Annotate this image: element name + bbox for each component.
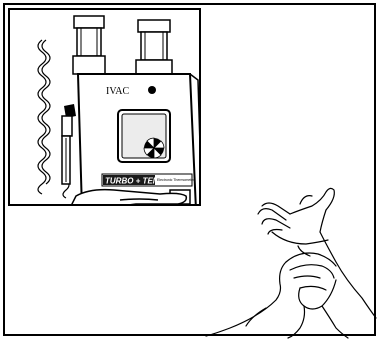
lower-hand-gripping-wrist bbox=[206, 253, 348, 338]
